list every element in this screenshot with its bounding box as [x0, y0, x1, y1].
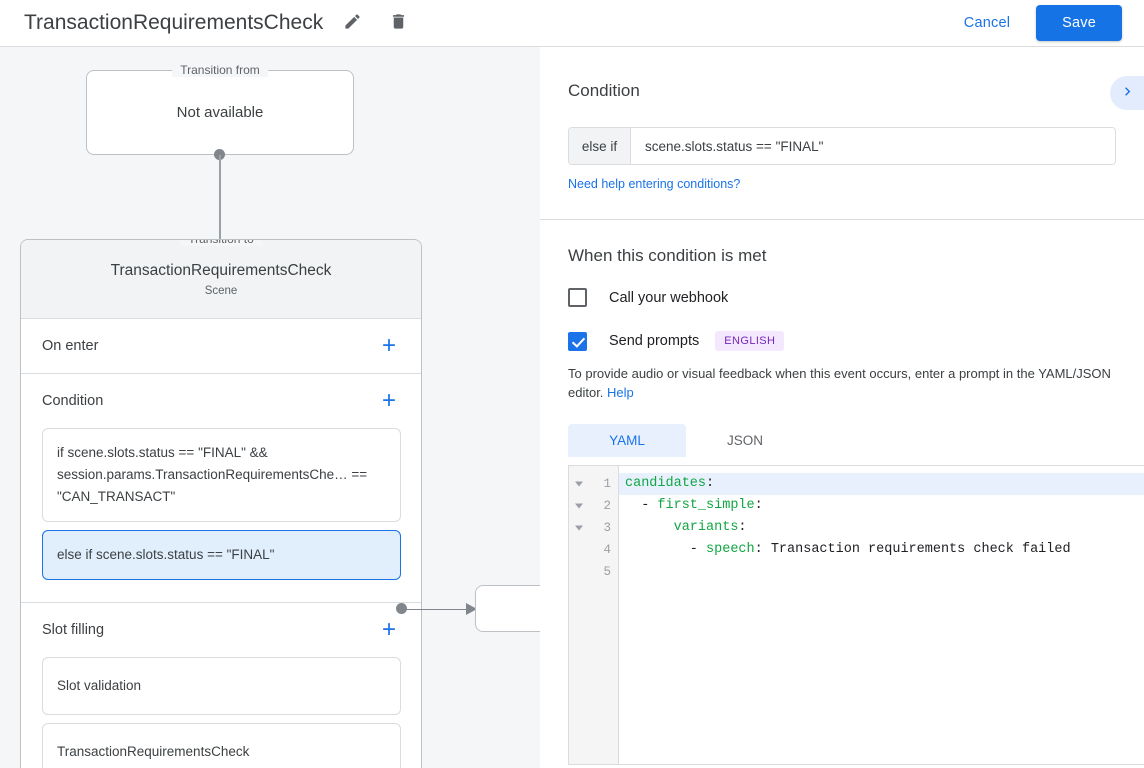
editor-code-area[interactable]: candidates: - first_simple: variants: - … — [619, 466, 1144, 764]
pencil-icon — [343, 12, 362, 34]
panel-condition-section: Condition else if Need help entering con… — [540, 47, 1144, 193]
add-condition-button[interactable]: + — [377, 389, 401, 413]
send-prompts-label: Send prompts — [609, 333, 700, 349]
section-title-slot-filling: Slot filling — [42, 622, 105, 638]
scene-header: TransactionRequirementsCheck Scene — [21, 240, 421, 319]
line-number: 1 — [603, 477, 611, 491]
edge-source-dot — [214, 149, 225, 160]
prompts-description: To provide audio or visual feedback when… — [568, 364, 1116, 402]
code-token — [625, 520, 674, 535]
gutter-line-4: 4 — [569, 539, 618, 561]
line-number: 4 — [603, 543, 611, 557]
code-token: first_simple — [657, 498, 755, 513]
editor-format-tabs[interactable]: YAML JSON — [568, 424, 1116, 457]
edge-vertical-line — [219, 155, 221, 255]
when-met-heading: When this condition is met — [568, 246, 767, 265]
condition-expression-input[interactable] — [631, 128, 1115, 164]
section-title-condition: Condition — [42, 393, 104, 409]
collapse-panel-button[interactable] — [1110, 76, 1144, 110]
call-webhook-label: Call your webhook — [609, 289, 729, 306]
fold-arrow-icon[interactable] — [575, 503, 583, 509]
edit-name-button[interactable] — [335, 6, 369, 40]
gutter-line-3: 3 — [569, 517, 618, 539]
prompts-help-link[interactable]: Help — [607, 385, 634, 400]
transition-from-value: Not available — [176, 104, 264, 121]
details-panel: Condition else if Need help entering con… — [540, 47, 1144, 768]
fold-arrow-icon[interactable] — [575, 525, 583, 531]
code-line-4[interactable]: - speech: Transaction requirements check… — [619, 539, 1144, 561]
scene-name: TransactionRequirementsCheck — [110, 261, 332, 279]
code-line-3[interactable]: variants: — [619, 517, 1144, 539]
code-line-1[interactable]: candidates: — [619, 473, 1144, 495]
fold-arrow-icon[interactable] — [575, 481, 583, 487]
line-number: 2 — [603, 499, 611, 513]
page-title: TransactionRequirementsCheck — [24, 11, 324, 34]
send-prompts-row[interactable]: Send prompts ENGLISH — [568, 331, 1116, 351]
panel-divider — [540, 219, 1144, 220]
code-line-2[interactable]: - first_simple: — [619, 495, 1144, 517]
code-token: candidates — [625, 476, 707, 491]
edge-arrowhead-right-icon — [466, 602, 477, 615]
prompts-description-text: To provide audio or visual feedback when… — [568, 366, 1111, 400]
prompt-code-editor[interactable]: 1 2 3 4 5 candidates: - first_simple: varian… — [568, 465, 1144, 765]
condition-chip-if[interactable]: if scene.slots.status == "FINAL" && sess… — [42, 428, 401, 522]
code-token: speech — [706, 542, 755, 557]
webhook-row[interactable]: Call your webhook — [568, 288, 1116, 307]
app-header: TransactionRequirementsCheck Cancel Save — [0, 0, 1144, 47]
code-token: : — [706, 476, 715, 491]
section-slot-filling: Slot filling + Slot validation Transacti… — [21, 603, 421, 768]
send-prompts-checkbox[interactable] — [568, 331, 587, 351]
add-on-enter-button[interactable]: + — [377, 334, 401, 358]
panel-when-met-section: When this condition is met Call your web… — [540, 220, 1144, 457]
add-slot-filling-button[interactable]: + — [377, 618, 401, 642]
transition-from-node[interactable]: Transition from Not available — [86, 63, 354, 155]
language-badge: ENGLISH — [715, 331, 785, 351]
condition-help-link[interactable]: Need help entering conditions? — [568, 177, 741, 191]
chevron-right-icon — [1119, 83, 1136, 103]
code-line-5[interactable] — [619, 561, 1144, 583]
transition-from-legend: Transition from — [172, 63, 268, 77]
code-token: : Transaction requirements check failed — [754, 542, 1071, 557]
delete-button[interactable] — [381, 6, 415, 40]
flow-graph-canvas[interactable]: Transition from Not available Transition… — [0, 47, 540, 768]
next-node-partial[interactable] — [475, 585, 540, 632]
code-token: variants — [673, 520, 739, 535]
section-condition: Condition + if scene.slots.status == "FI… — [21, 374, 421, 603]
scene-type: Scene — [204, 284, 238, 297]
condition-prefix-label: else if — [569, 128, 631, 164]
condition-chip-else-if[interactable]: else if scene.slots.status == "FINAL" — [42, 530, 401, 580]
panel-condition-heading: Condition — [568, 81, 640, 100]
cancel-button[interactable]: Cancel — [952, 6, 1022, 40]
gutter-line-1: 1 — [569, 473, 618, 495]
gutter-line-2: 2 — [569, 495, 618, 517]
tab-json[interactable]: JSON — [686, 424, 804, 457]
tab-yaml[interactable]: YAML — [568, 424, 686, 457]
line-number: 5 — [603, 565, 611, 579]
trash-icon — [389, 12, 408, 34]
save-button[interactable]: Save — [1036, 5, 1122, 41]
code-token: - — [625, 498, 658, 513]
code-token: : — [738, 520, 747, 535]
transition-to-node[interactable]: Transition to TransactionRequirementsChe… — [20, 239, 422, 768]
code-token: : — [754, 498, 763, 513]
condition-input-row[interactable]: else if — [568, 127, 1116, 165]
editor-gutter[interactable]: 1 2 3 4 5 — [569, 466, 619, 764]
transition-to-legend: Transition to — [180, 240, 262, 246]
line-number: 3 — [603, 521, 611, 535]
call-webhook-checkbox[interactable] — [568, 288, 587, 307]
code-token: - — [625, 542, 707, 557]
edge-horizontal-line — [406, 608, 468, 610]
edge-out-dot — [396, 603, 407, 614]
slot-chip-slot-validation[interactable]: Slot validation — [42, 657, 401, 715]
section-on-enter: On enter + — [21, 319, 421, 374]
section-title-on-enter: On enter — [42, 338, 99, 354]
slot-chip-transaction-requirements-check[interactable]: TransactionRequirementsCheck — [42, 723, 401, 768]
gutter-line-5: 5 — [569, 561, 618, 583]
